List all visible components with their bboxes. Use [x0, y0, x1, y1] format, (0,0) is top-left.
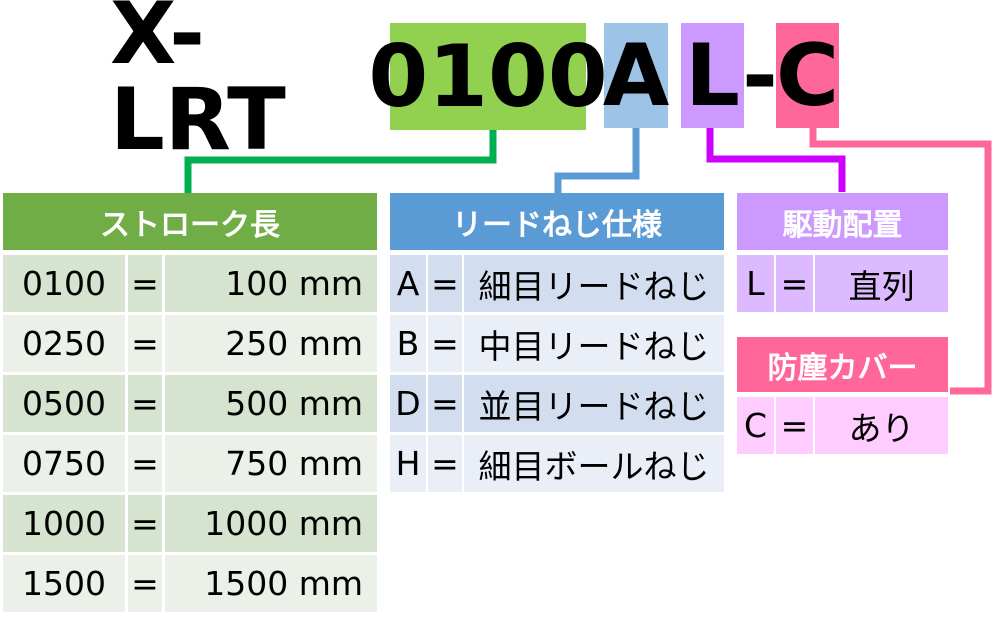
- lead-connector: [554, 128, 640, 193]
- stroke-table-value-cell: 1000 mm: [165, 495, 377, 552]
- stroke-connector: [184, 130, 497, 193]
- stroke-table-eq-cell: =: [128, 495, 162, 552]
- stroke-code-box: 0100: [368, 23, 608, 130]
- stroke-table-code-cell: 1000: [3, 495, 125, 552]
- lead-table-header: リードねじ仕様: [390, 193, 724, 250]
- lead-table-code-cell: D: [390, 375, 426, 432]
- stroke-table-eq-cell: =: [128, 375, 162, 432]
- stroke-table-code-cell: 0100: [3, 255, 125, 312]
- lead-table-code-cell: A: [390, 255, 426, 312]
- drive-table-header: 駆動配置: [737, 193, 948, 250]
- stroke-table-eq-cell: =: [128, 435, 162, 492]
- lead-table-eq-cell: =: [428, 375, 462, 432]
- stroke-table-value-cell: 750 mm: [165, 435, 377, 492]
- cover-table-eq-cell: =: [776, 397, 813, 454]
- stroke-table-eq-cell: =: [128, 555, 162, 612]
- lead-table-eq-cell: =: [428, 255, 462, 312]
- lead-table-code-cell: H: [390, 435, 426, 492]
- stroke-table-value-cell: 1500 mm: [165, 555, 377, 612]
- lead-table-value-cell: 並目リードねじ: [464, 375, 724, 432]
- stroke-table-code-cell: 0750: [3, 435, 125, 492]
- lead-table-eq-cell: =: [428, 315, 462, 372]
- cover-table-value-cell: あり: [815, 397, 948, 454]
- cover-code-box: C: [776, 23, 839, 128]
- stroke-table-eq-cell: =: [128, 315, 162, 372]
- stroke-table-code-cell: 0500: [3, 375, 125, 432]
- stroke-table-value-cell: 100 mm: [165, 255, 377, 312]
- drive-table-code-cell: L: [737, 255, 774, 312]
- code-dash: -: [742, 25, 778, 126]
- lead-table-value-cell: 細目リードねじ: [464, 255, 724, 312]
- stroke-table-value-cell: 250 mm: [165, 315, 377, 372]
- lead-table-value-cell: 中目リードねじ: [464, 315, 724, 372]
- lead-table-eq-cell: =: [428, 435, 462, 492]
- cover-table-header: 防塵カバー: [737, 337, 948, 392]
- lead-table-code-cell: B: [390, 315, 426, 372]
- stroke-table-code-cell: 0250: [3, 315, 125, 372]
- stroke-table-header: ストローク長: [3, 193, 377, 250]
- model-prefix: X-LRT: [110, 0, 286, 170]
- cover-connector: [809, 128, 992, 395]
- drive-table-eq-cell: =: [776, 255, 813, 312]
- drive-code-box: L: [681, 23, 744, 128]
- stroke-table-value-cell: 500 mm: [165, 375, 377, 432]
- lead-code-box: A: [603, 23, 669, 128]
- cover-table-code-cell: C: [737, 397, 774, 454]
- stroke-table-code-cell: 1500: [3, 555, 125, 612]
- drive-table-value-cell: 直列: [815, 255, 948, 312]
- stroke-table-eq-cell: =: [128, 255, 162, 312]
- drive-connector: [706, 128, 846, 192]
- lead-table-value-cell: 細目ボールねじ: [464, 435, 724, 492]
